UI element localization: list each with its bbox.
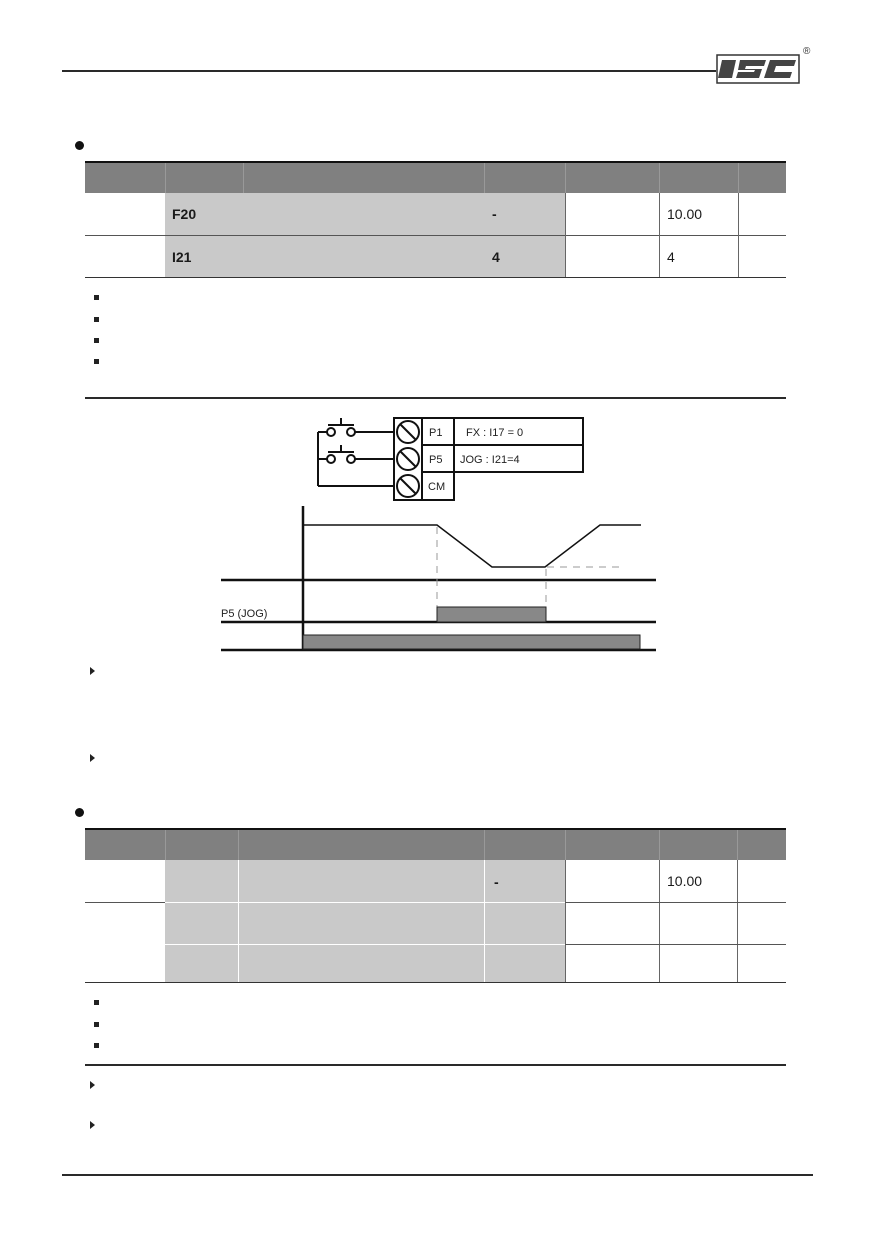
table2-header	[85, 828, 786, 860]
table2-cell	[165, 860, 238, 982]
table2-bottom-rule	[85, 982, 786, 983]
table1-header	[85, 161, 786, 193]
triangle-bullet-icon	[90, 667, 95, 675]
label-fx: FX : I17 = 0	[466, 427, 523, 439]
table1-cell	[484, 193, 565, 235]
table1-setting: 4	[492, 249, 500, 265]
square-bullet-icon	[94, 317, 99, 322]
registered-mark: ®	[803, 46, 811, 57]
section-bullet-icon	[75, 808, 84, 817]
table2-top-rule	[85, 828, 786, 830]
section-divider	[85, 397, 786, 399]
table1-code: I21	[172, 249, 192, 265]
square-bullet-icon	[94, 295, 99, 300]
table2-setting: -	[494, 874, 499, 890]
square-bullet-icon	[94, 1022, 99, 1027]
triangle-bullet-icon	[90, 754, 95, 762]
terminal-p1: P1	[429, 427, 442, 439]
square-bullet-icon	[94, 338, 99, 343]
footer-rule	[62, 1174, 813, 1176]
no-entry-terminal-icon	[393, 417, 423, 501]
table1-cell	[243, 193, 484, 235]
table1-code: F20	[172, 206, 197, 222]
table2-cell	[238, 860, 484, 982]
table1-bottom-rule	[85, 277, 786, 278]
table1-cell	[484, 236, 565, 277]
square-bullet-icon	[94, 1043, 99, 1048]
table1-cell	[243, 236, 484, 277]
triangle-bullet-icon	[90, 1081, 95, 1089]
square-bullet-icon	[94, 1000, 99, 1005]
table1-default: 10.00	[667, 206, 703, 222]
table1-default: 4	[667, 249, 675, 265]
header-rule	[62, 70, 716, 72]
table2-cell	[484, 860, 565, 982]
section-bullet-icon	[75, 141, 84, 150]
table1-cell	[165, 236, 243, 277]
terminal-p5: P5	[429, 454, 442, 466]
table1-setting: -	[492, 206, 497, 222]
signal-label: P5 (JOG)	[221, 608, 267, 620]
label-jog: JOG : I21=4	[460, 454, 520, 466]
terminal-cm: CM	[428, 481, 445, 493]
jog-diagram: P1 P5 CM FX : I17 = 0 JOG : I21=4 P5 (JO…	[221, 417, 656, 652]
table1-top-rule	[85, 161, 786, 163]
triangle-bullet-icon	[90, 1121, 95, 1129]
logo-icon	[716, 54, 800, 84]
table2-default: 10.00	[667, 873, 703, 889]
section-divider	[85, 1064, 786, 1066]
table1-cell	[165, 193, 243, 235]
square-bullet-icon	[94, 359, 99, 364]
